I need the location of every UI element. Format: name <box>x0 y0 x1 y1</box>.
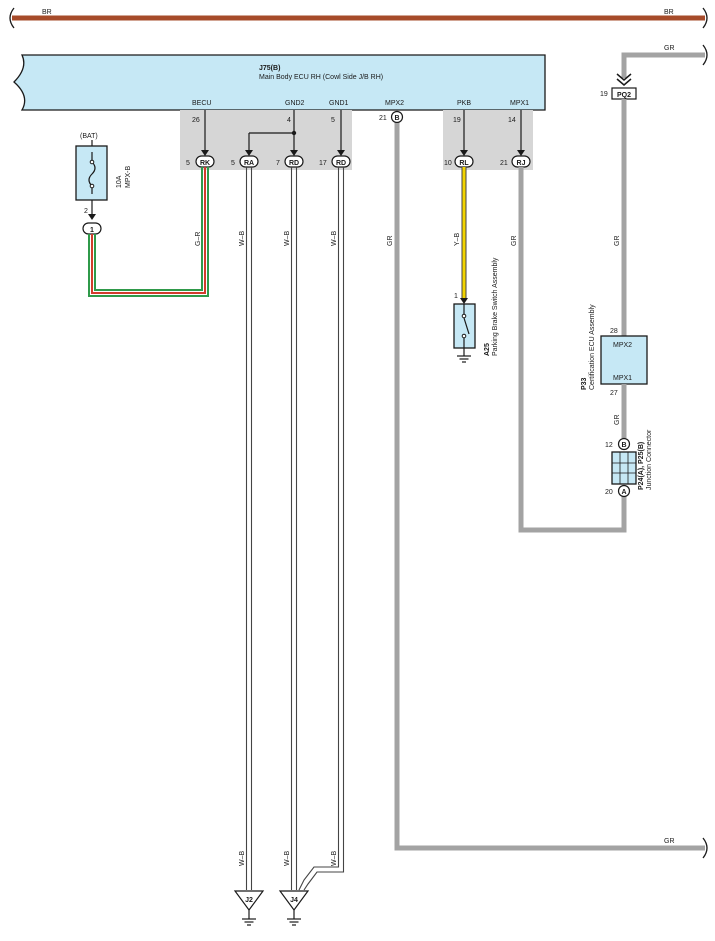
pb-name: Parking Brake Switch Assembly <box>492 257 499 356</box>
p33-code: P33 <box>581 377 588 390</box>
pin-label-gnd2: GND2 <box>285 100 305 107</box>
ground-j2: J2 <box>233 890 265 926</box>
pin-label-becu: BECU <box>192 100 211 107</box>
p33-pin-bottom: 27 <box>610 390 618 397</box>
wire-gr-top <box>621 52 705 78</box>
p33-name: Certification ECU Assembly <box>589 304 596 390</box>
wire-label-y-b: Y–B <box>454 232 461 246</box>
fuse-pin: 2 <box>84 208 88 215</box>
svg-text:17: 17 <box>319 160 327 167</box>
wire-g-r <box>88 167 209 297</box>
gnd-splice-dot <box>291 130 297 136</box>
jc-pin-bottom: 20 <box>605 489 613 496</box>
pin-label-mpx1: MPX1 <box>510 100 529 107</box>
junction-rd-7: 7 RD <box>276 155 304 168</box>
fuse-conn: 1 <box>90 227 94 234</box>
switch-icon <box>463 317 470 335</box>
svg-text:A: A <box>621 489 626 496</box>
fuse-mpx-b: (BAT) 10A MPX-B 2 1 <box>75 133 132 235</box>
br-bus: BR BR <box>9 7 708 29</box>
ecu-internal-leads <box>204 110 522 152</box>
pin-label-pkb: PKB <box>457 100 471 107</box>
jc-pin-top: 12 <box>605 442 613 449</box>
wire-label-gr-mpx1: GR <box>511 236 518 247</box>
wire-gr-mpx1 <box>518 167 627 533</box>
main-body-ecu: J75(B) Main Body ECU RH (Cowl Side J/B R… <box>13 54 546 111</box>
wire-w-b-rd-7 <box>290 167 298 890</box>
svg-text:10: 10 <box>444 160 452 167</box>
break-mark-top <box>702 44 708 66</box>
pin-num-mpx2: 21 <box>379 115 387 122</box>
mpx2-connector-badge: B <box>390 110 404 124</box>
svg-text:RJ: RJ <box>517 160 526 167</box>
wire-label-w-b-rd17: W–B <box>331 231 338 247</box>
pb-code: A25 <box>484 343 491 356</box>
ecu-code: J75(B) <box>259 65 280 72</box>
pin-num-gnd2: 4 <box>287 117 291 124</box>
p33-label-top: MPX2 <box>613 342 632 349</box>
br-label-right: BR <box>664 9 674 16</box>
arrowheads <box>201 150 525 156</box>
wire-label-w-b-rd7: W–B <box>284 231 291 247</box>
parking-brake-switch: 1 A25 Parking Brake Switch Assembly <box>453 257 499 363</box>
jc-name: Junction Connector <box>646 429 653 490</box>
pin-num-becu: 26 <box>192 117 200 124</box>
break-mark-bottom <box>702 837 708 859</box>
svg-text:19: 19 <box>600 91 608 98</box>
wire-gr-mpx2 <box>394 123 705 851</box>
svg-text:RL: RL <box>459 160 469 167</box>
pin-label-gnd1: GND1 <box>329 100 349 107</box>
svg-text:PQ2: PQ2 <box>617 92 631 99</box>
pin-num-pkb: 19 <box>453 117 461 124</box>
wire-label-gr-mpx2: GR <box>387 236 394 247</box>
wire-w-b-rd-17 <box>298 167 345 891</box>
junction-connector: 12 B 20 A P24(A), P25(B) Junction Connec… <box>605 429 653 498</box>
svg-text:RK: RK <box>200 160 210 167</box>
ecu-name: Main Body ECU RH (Cowl Side J/B RH) <box>259 74 383 81</box>
svg-text:7: 7 <box>276 160 280 167</box>
fuse-source: (BAT) <box>80 133 98 140</box>
svg-text:RA: RA <box>244 160 254 167</box>
svg-text:J4: J4 <box>290 897 298 904</box>
pin-label-mpx2: MPX2 <box>385 100 404 107</box>
fuse-icon <box>88 152 96 194</box>
mpx2-conn-letter: B <box>394 115 399 122</box>
p33-pin-top: 28 <box>610 328 618 335</box>
pin-num-mpx1: 14 <box>508 117 516 124</box>
wire-label-gr-p33-bottom: GR <box>614 415 621 426</box>
wire-label-w-b-bottom-2: W–B <box>284 851 291 867</box>
wire-w-b-ra <box>245 167 253 890</box>
svg-text:J2: J2 <box>245 897 253 904</box>
svg-text:RD: RD <box>336 160 346 167</box>
jc-code: P24(A), P25(B) <box>638 442 645 490</box>
ground-j4: J4 <box>278 890 310 926</box>
pq2-connector: 19 PQ2 <box>600 73 637 100</box>
svg-text:21: 21 <box>500 160 508 167</box>
pin-num-gnd1: 5 <box>331 117 335 124</box>
svg-text:5: 5 <box>186 160 190 167</box>
fuse-name: MPX-B <box>125 166 132 189</box>
wire-label-w-b-ra: W–B <box>239 231 246 247</box>
wire-label-gr-bottom: GR <box>664 838 675 845</box>
pb-pin: 1 <box>454 293 458 300</box>
junction-ra: 5 RA <box>231 155 259 168</box>
wire-label-gr-p33-top: GR <box>614 236 621 247</box>
br-label-left: BR <box>42 9 52 16</box>
certification-ecu: 28 MPX2 MPX1 27 P33 Certification ECU As… <box>581 304 648 397</box>
wire-label-g-r: G–R <box>195 232 202 246</box>
p33-label-bottom: MPX1 <box>613 375 632 382</box>
svg-text:RD: RD <box>289 160 299 167</box>
svg-text:B: B <box>621 442 626 449</box>
svg-text:5: 5 <box>231 160 235 167</box>
wire-label-w-b-bottom-3: W–B <box>331 851 338 867</box>
fuse-rating: 10A <box>116 175 123 188</box>
junction-rd-17: 17 RD <box>319 155 351 168</box>
wire-label-w-b-bottom-1: W–B <box>239 851 246 867</box>
wire-label-gr-top: GR <box>664 45 675 52</box>
